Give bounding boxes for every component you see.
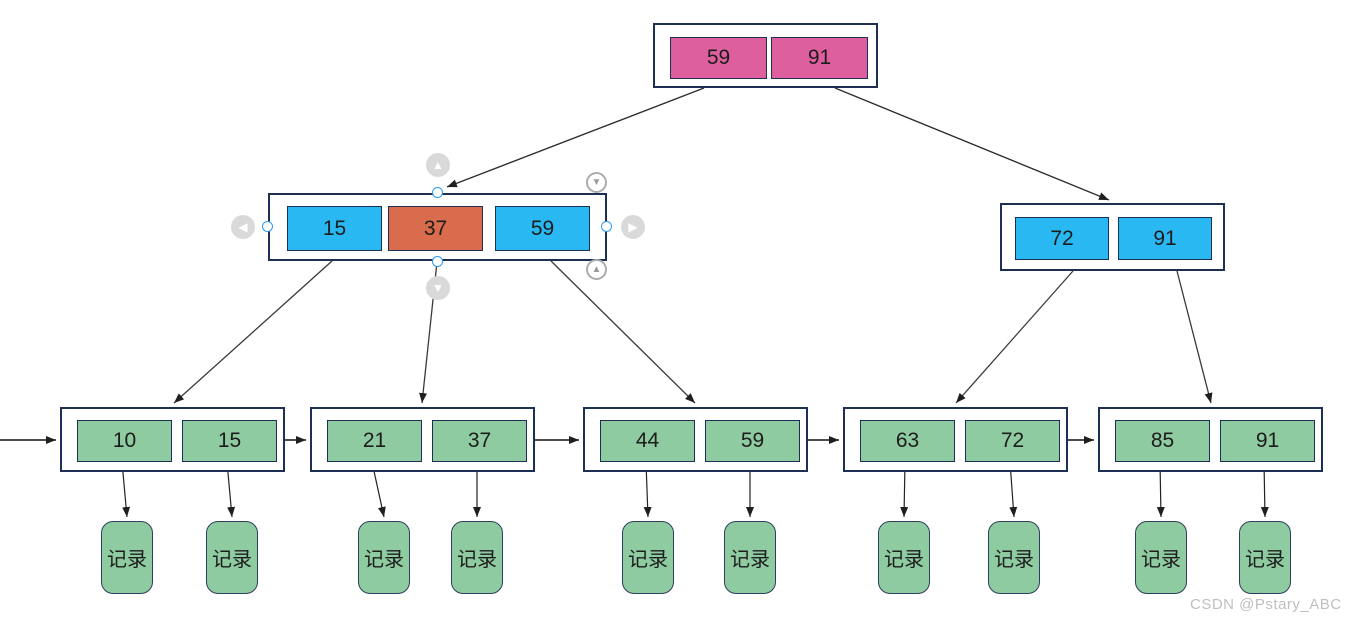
- record-label: 记录: [212, 549, 252, 571]
- internal-left-cell-0[interactable]: 15: [287, 206, 382, 251]
- leaf-2-key-0: 21: [362, 429, 387, 452]
- ring-up-glyph: ▲: [591, 263, 602, 275]
- grow-right-arrow-icon[interactable]: ▶: [621, 215, 645, 239]
- leaf-1-key-0: 10: [112, 429, 137, 452]
- leaf-node-5[interactable]: 85 91: [1098, 407, 1323, 472]
- record-box-5[interactable]: 记录: [622, 521, 674, 594]
- record-label: 记录: [730, 549, 770, 571]
- connector-internal-left-to-leaf-1[interactable]: [173, 260, 333, 404]
- ring-up-arrow-icon[interactable]: ▲: [586, 259, 607, 280]
- record-label: 记录: [1245, 549, 1285, 571]
- grow-up-arrow-icon[interactable]: ▲: [426, 153, 450, 177]
- record-box-4[interactable]: 记录: [451, 521, 503, 594]
- connection-point-bottom-icon[interactable]: [432, 256, 443, 267]
- connector-internal-right-to-leaf-4[interactable]: [955, 270, 1074, 404]
- leaf-4-cell-1[interactable]: 72: [965, 420, 1060, 462]
- root-cell-1[interactable]: 91: [771, 37, 868, 79]
- record-box-7[interactable]: 记录: [878, 521, 930, 594]
- leaf-5-cell-0[interactable]: 85: [1115, 420, 1210, 462]
- leaf-node-4[interactable]: 63 72: [843, 407, 1068, 472]
- internal-left-cell-1-highlighted[interactable]: 37: [388, 206, 483, 251]
- leaf-3-cell-1[interactable]: 59: [705, 420, 800, 462]
- record-label: 记录: [628, 549, 668, 571]
- internal-right-cell-0[interactable]: 72: [1015, 217, 1109, 260]
- leaf-1-cell-0[interactable]: 10: [77, 420, 172, 462]
- record-box-6[interactable]: 记录: [724, 521, 776, 594]
- internal-left-cell-2[interactable]: 59: [495, 206, 590, 251]
- up-glyph: ▲: [432, 158, 444, 172]
- leaf-1-cell-1[interactable]: 15: [182, 420, 277, 462]
- root-node[interactable]: 59 91: [653, 23, 878, 88]
- record-box-9[interactable]: 记录: [1135, 521, 1187, 594]
- down-glyph: ▼: [432, 281, 444, 295]
- record-label: 记录: [884, 549, 924, 571]
- leaf-4-key-1: 72: [1000, 429, 1025, 452]
- leaf-node-1[interactable]: 10 15: [60, 407, 285, 472]
- leaf-3-key-1: 59: [740, 429, 765, 452]
- record-label: 记录: [1141, 549, 1181, 571]
- record-label: 记录: [364, 549, 404, 571]
- internal-node-right[interactable]: 72 91: [1000, 203, 1225, 271]
- leaf-4-key-0: 63: [895, 429, 920, 452]
- leaf-3-key-0: 44: [635, 429, 660, 452]
- record-label: 记录: [994, 549, 1034, 571]
- internal-left-key-0: 15: [322, 216, 347, 240]
- ring-down-glyph: ▼: [591, 176, 602, 188]
- watermark: CSDN @Pstary_ABC: [1190, 596, 1342, 613]
- record-label: 记录: [457, 549, 497, 571]
- leaf-2-key-1: 37: [467, 429, 492, 452]
- record-box-2[interactable]: 记录: [206, 521, 258, 594]
- leaf-node-2[interactable]: 21 37: [310, 407, 535, 472]
- grow-down-arrow-icon[interactable]: ▼: [426, 276, 450, 300]
- internal-right-cell-1[interactable]: 91: [1118, 217, 1212, 260]
- root-cell-0[interactable]: 59: [670, 37, 767, 79]
- record-box-1[interactable]: 记录: [101, 521, 153, 594]
- connection-point-top-icon[interactable]: [432, 187, 443, 198]
- record-label: 记录: [107, 549, 147, 571]
- leaf-node-3[interactable]: 44 59: [583, 407, 808, 472]
- root-key-1: 91: [807, 46, 832, 69]
- connector-internal-right-to-leaf-5[interactable]: [1176, 270, 1213, 404]
- leaf-5-key-1: 91: [1255, 429, 1280, 452]
- connector-root-to-internal-left[interactable]: [446, 87, 705, 188]
- ring-down-arrow-icon[interactable]: ▼: [586, 172, 607, 193]
- left-glyph: ◀: [238, 220, 248, 234]
- internal-left-key-2: 59: [530, 216, 555, 240]
- grow-left-arrow-icon[interactable]: ◀: [231, 215, 255, 239]
- record-box-10[interactable]: 记录: [1239, 521, 1291, 594]
- leaf-3-cell-0[interactable]: 44: [600, 420, 695, 462]
- leaf-2-cell-0[interactable]: 21: [327, 420, 422, 462]
- root-key-0: 59: [706, 46, 731, 69]
- record-box-8[interactable]: 记录: [988, 521, 1040, 594]
- internal-node-left[interactable]: 15 37 59: [268, 193, 607, 261]
- leaf-1-key-1: 15: [217, 429, 242, 452]
- leaf-5-cell-1[interactable]: 91: [1220, 420, 1315, 462]
- connection-point-left-icon[interactable]: [262, 221, 273, 232]
- record-box-3[interactable]: 记录: [358, 521, 410, 594]
- connector-root-to-internal-right[interactable]: [834, 87, 1110, 201]
- connection-point-right-icon[interactable]: [601, 221, 612, 232]
- leaf-5-key-0: 85: [1150, 429, 1175, 452]
- right-glyph: ▶: [628, 220, 638, 234]
- internal-left-key-1: 37: [423, 216, 448, 240]
- internal-right-key-0: 72: [1050, 226, 1074, 250]
- connector-internal-left-to-leaf-3[interactable]: [550, 260, 696, 404]
- leaf-4-cell-0[interactable]: 63: [860, 420, 955, 462]
- leaf-2-cell-1[interactable]: 37: [432, 420, 527, 462]
- internal-right-key-1: 91: [1153, 226, 1177, 250]
